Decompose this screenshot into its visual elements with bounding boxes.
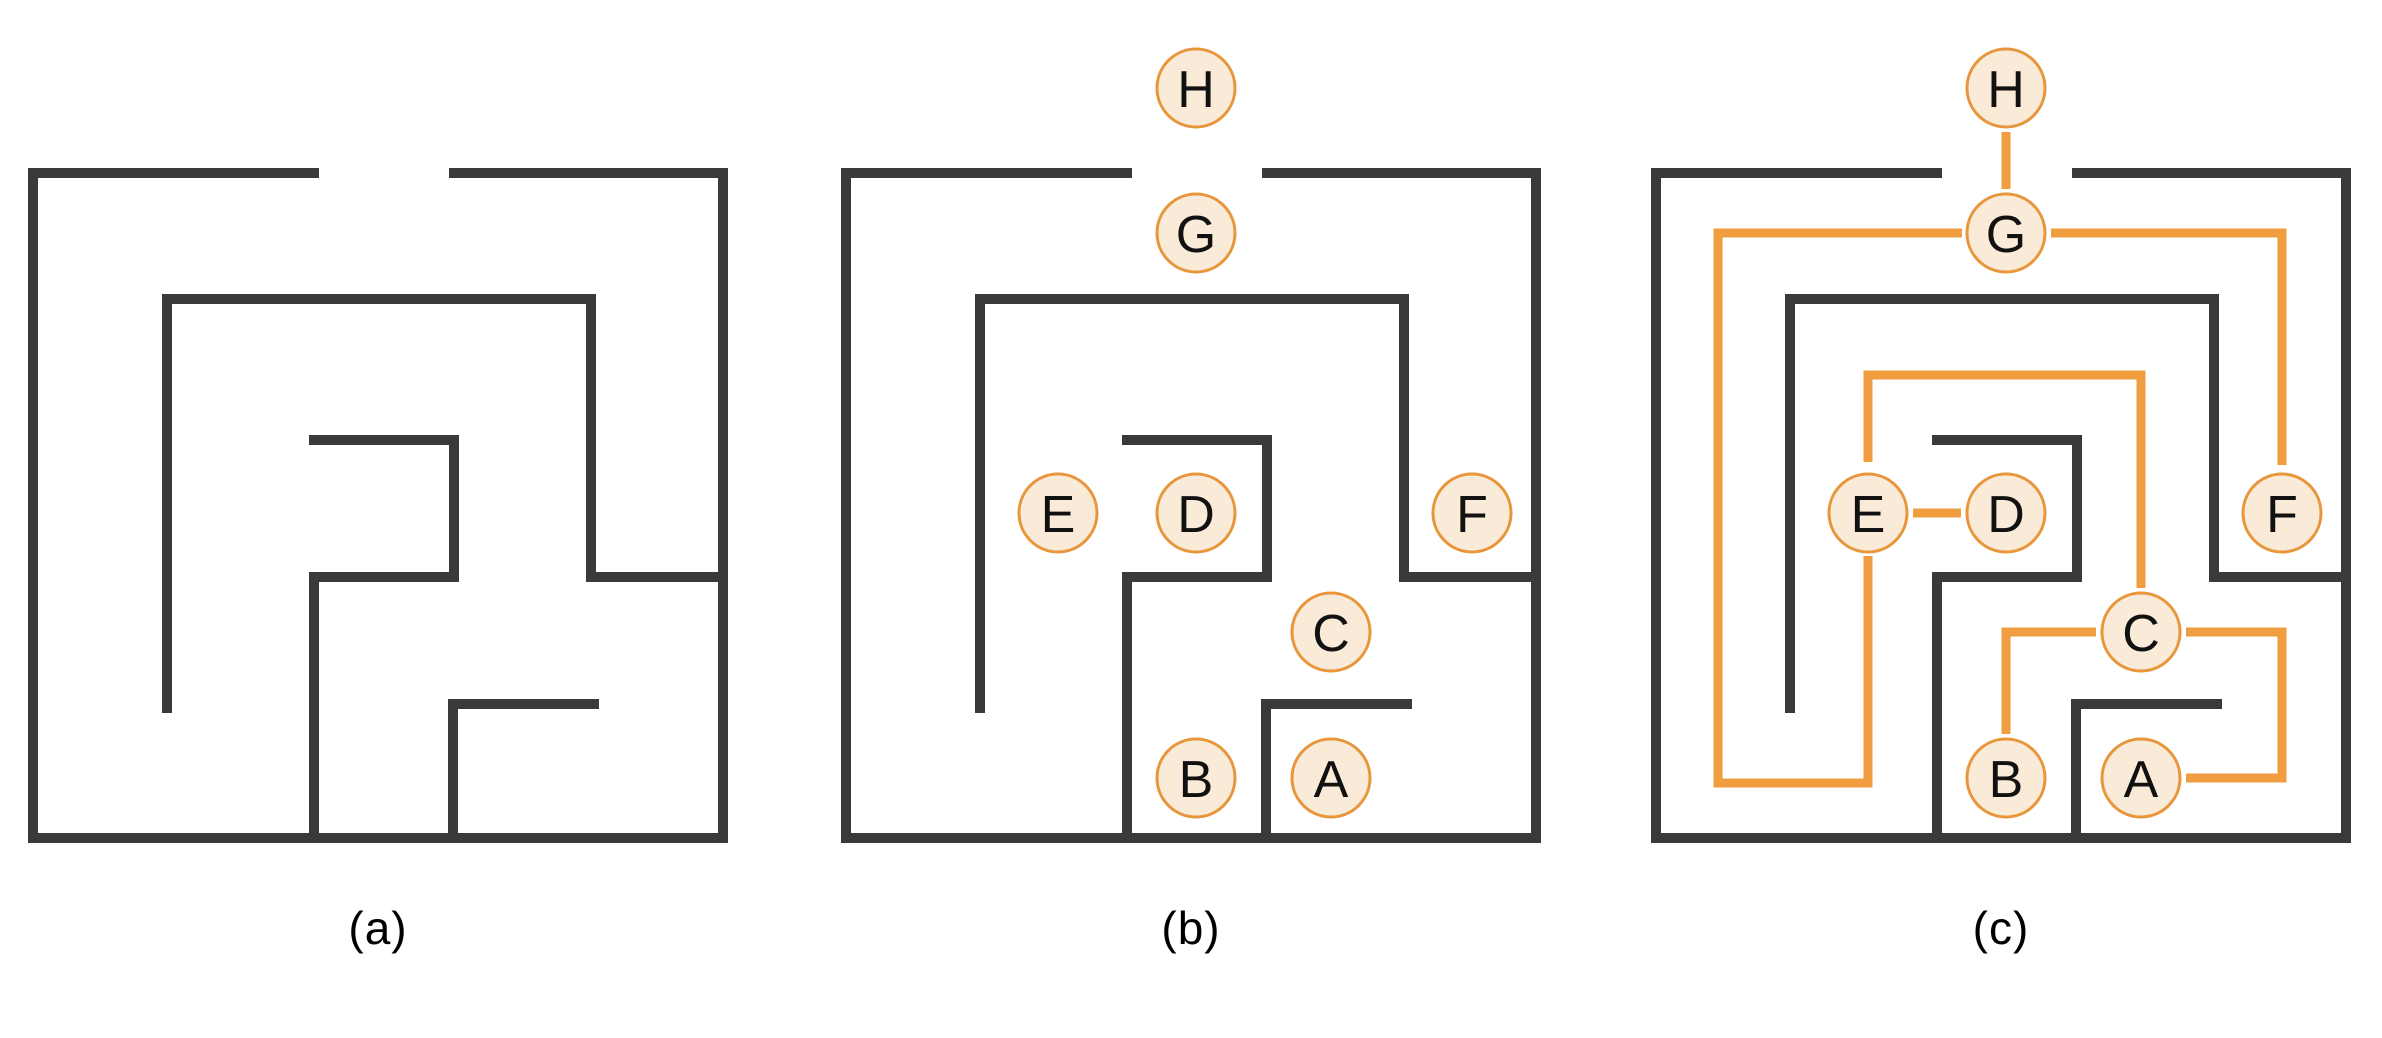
node-c-A-label: A xyxy=(2124,751,2159,809)
node-c-E xyxy=(1827,472,1909,554)
node-c-D xyxy=(1965,472,2047,554)
node-b-C xyxy=(1290,591,1372,673)
caption-panel-c: (c) xyxy=(1972,902,2030,954)
node-b-D-label: D xyxy=(1177,486,1215,544)
node-c-A xyxy=(2100,737,2182,819)
node-b-B xyxy=(1155,737,1237,819)
node-c-C-label: C xyxy=(2122,605,2160,663)
node-b-G-label: G xyxy=(1176,206,1216,264)
edge-C-A xyxy=(2186,627,2287,783)
node-b-H xyxy=(1155,47,1237,129)
caption-panel-a: (a) xyxy=(348,902,408,954)
node-b-A-label: A xyxy=(1314,751,1349,809)
node-c-G-label: G xyxy=(1986,206,2026,264)
node-c-B xyxy=(1965,737,2047,819)
node-c-F-label: F xyxy=(2266,486,2298,544)
caption-panel-b: (b) xyxy=(1161,902,1221,954)
node-c-H-label: H xyxy=(1987,61,2025,119)
node-c-E-label: E xyxy=(1851,486,1886,544)
node-b-B-label: B xyxy=(1179,751,1214,809)
node-b-E xyxy=(1017,472,1099,554)
node-b-G xyxy=(1155,192,1237,274)
node-c-D-label: D xyxy=(1987,486,2025,544)
node-b-D xyxy=(1155,472,1237,554)
edge-G-F xyxy=(2051,228,2287,465)
node-b-F-label: F xyxy=(1456,486,1488,544)
node-b-C-label: C xyxy=(1312,605,1350,663)
node-c-C xyxy=(2100,591,2182,673)
node-c-G xyxy=(1965,192,2047,274)
node-b-H-label: H xyxy=(1177,61,1215,119)
node-c-B-label: B xyxy=(1989,751,2024,809)
node-b-F xyxy=(1431,472,1513,554)
node-c-H xyxy=(1965,47,2047,129)
edge-E-C xyxy=(1863,370,2146,588)
edge-G-E xyxy=(1713,228,1962,788)
edge-C-B xyxy=(2001,627,2096,734)
node-c-F xyxy=(2241,472,2323,554)
node-b-E-label: E xyxy=(1041,486,1076,544)
node-b-A xyxy=(1290,737,1372,819)
